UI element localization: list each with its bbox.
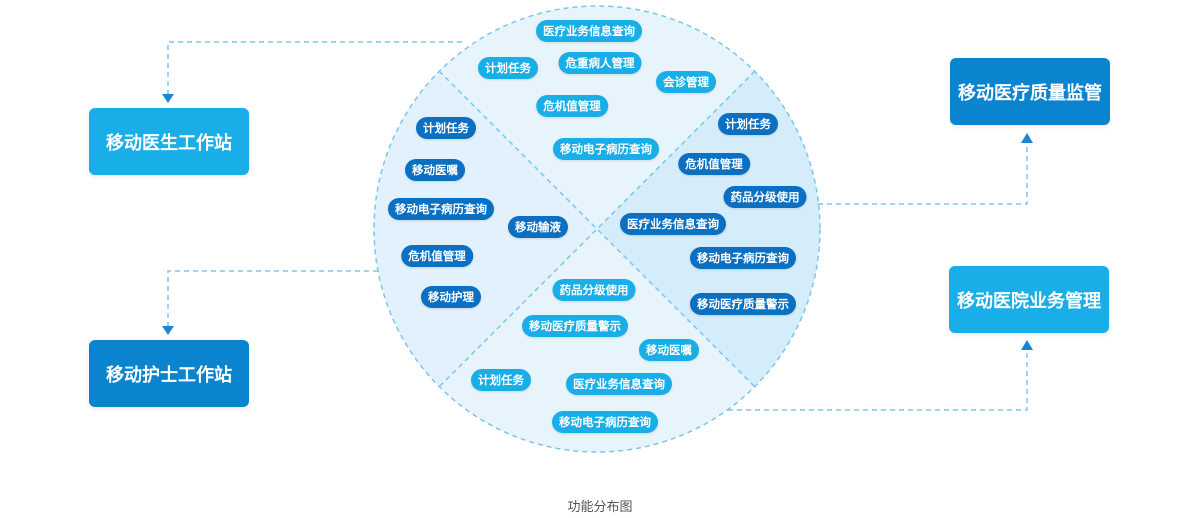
- quality-supervision-box: 移动医疗质量监管: [950, 58, 1110, 125]
- nurse-workstation-box: 移动护士工作站: [89, 340, 249, 407]
- connector-hospital: [728, 350, 1028, 411]
- pill-left-6: 移动护理: [421, 286, 481, 308]
- pill-left-1: 计划任务: [416, 117, 476, 139]
- doctor-workstation-box: 移动医生工作站: [89, 108, 249, 175]
- nurse-workstation-label: 移动护士工作站: [106, 364, 232, 386]
- doctor-workstation-label: 移动医生工作站: [106, 132, 232, 154]
- hospital-business-label: 移动医院业务管理: [957, 290, 1101, 312]
- pill-left-5: 危机值管理: [401, 245, 473, 267]
- pill-right-4: 医疗业务信息查询: [620, 213, 726, 235]
- hospital-business-box: 移动医院业务管理: [949, 266, 1109, 333]
- pill-top-6: 移动电子病历查询: [553, 138, 659, 160]
- pill-bottom-4: 计划任务: [471, 369, 531, 391]
- pill-top-2: 计划任务: [478, 57, 538, 79]
- pill-right-2: 危机值管理: [678, 153, 750, 175]
- connector-quality: [818, 142, 1028, 205]
- pill-bottom-1: 药品分级使用: [552, 279, 636, 301]
- arrow-hospital: [1021, 340, 1033, 350]
- divider-line-1: [438, 70, 756, 388]
- pill-right-1: 计划任务: [718, 113, 778, 135]
- arrow-quality: [1021, 133, 1033, 143]
- pill-bottom-3: 移动医嘱: [639, 339, 699, 361]
- quality-supervision-label: 移动医疗质量监管: [958, 82, 1102, 104]
- connector-doctor: [167, 41, 462, 96]
- pill-bottom-2: 移动医疗质量警示: [522, 315, 628, 337]
- pill-top-1: 医疗业务信息查询: [536, 20, 642, 42]
- pill-left-2: 移动医嘱: [405, 159, 465, 181]
- pill-top-3: 危重病人管理: [558, 52, 642, 74]
- pill-right-3: 药品分级使用: [723, 186, 807, 208]
- circle-border: [373, 5, 821, 453]
- right-segment: [597, 66, 820, 392]
- arrow-doctor: [162, 94, 174, 103]
- pill-left-4: 移动输液: [508, 216, 568, 238]
- arrow-nurse: [162, 326, 174, 335]
- pill-top-4: 会诊管理: [656, 71, 716, 93]
- pill-bottom-6: 移动电子病历查询: [552, 411, 658, 433]
- pill-bottom-5: 医疗业务信息查询: [566, 373, 672, 395]
- connector-nurse: [167, 270, 378, 328]
- diagram-caption: 功能分布图: [567, 500, 633, 515]
- pill-right-5: 移动电子病历查询: [690, 247, 796, 269]
- divider-line-2: [438, 70, 756, 388]
- pill-right-6: 移动医疗质量警示: [690, 293, 796, 315]
- pill-top-5: 危机值管理: [536, 95, 608, 117]
- pill-left-3: 移动电子病历查询: [388, 198, 494, 220]
